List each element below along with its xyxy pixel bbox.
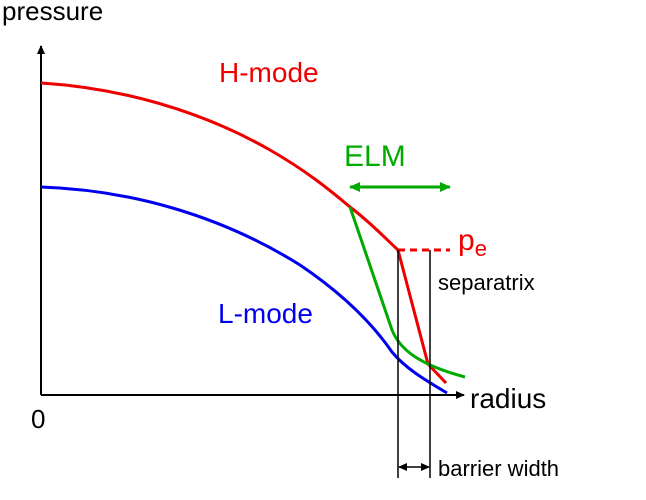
elm-label: ELM bbox=[344, 140, 406, 173]
pe-subscript: e bbox=[475, 236, 487, 261]
origin-label: 0 bbox=[31, 404, 45, 434]
barrier-width-label: barrier width bbox=[438, 456, 559, 481]
x-axis-label: radius bbox=[470, 383, 546, 414]
pe-main: p bbox=[458, 224, 475, 257]
l-mode-curve bbox=[40, 185, 448, 395]
y-axis-label: pressure bbox=[2, 0, 103, 26]
h-mode-label: H-mode bbox=[219, 57, 319, 88]
pe-label: pe bbox=[458, 224, 487, 261]
h-mode-curve bbox=[40, 81, 448, 385]
l-mode-label: L-mode bbox=[218, 298, 313, 329]
separatrix-label: separatrix bbox=[438, 270, 535, 295]
elm-curve bbox=[348, 206, 466, 379]
